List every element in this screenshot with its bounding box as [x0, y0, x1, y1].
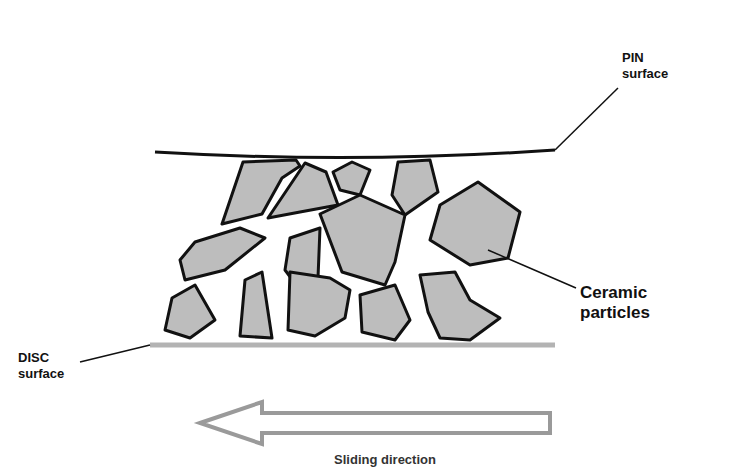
leader-line [80, 345, 150, 362]
particle [240, 272, 272, 338]
particle [288, 272, 350, 336]
part-label: DISC surface [18, 350, 80, 381]
particle [392, 160, 438, 215]
ceramic-particles [165, 160, 520, 340]
direction-label: Sliding direction [300, 452, 470, 468]
particle [420, 272, 500, 340]
particle [430, 182, 520, 265]
leader-line [488, 250, 576, 288]
part-label: Ceramic particles [580, 283, 690, 324]
part-label: PIN surface [622, 50, 682, 81]
particle [320, 195, 405, 285]
particle [165, 285, 215, 338]
sliding-arrow [200, 402, 550, 444]
pin-surface-line [155, 150, 555, 158]
particle [333, 162, 370, 195]
disc-surface-line [150, 343, 555, 348]
leader-line [555, 88, 618, 150]
particle [360, 285, 410, 340]
particle [180, 228, 265, 280]
